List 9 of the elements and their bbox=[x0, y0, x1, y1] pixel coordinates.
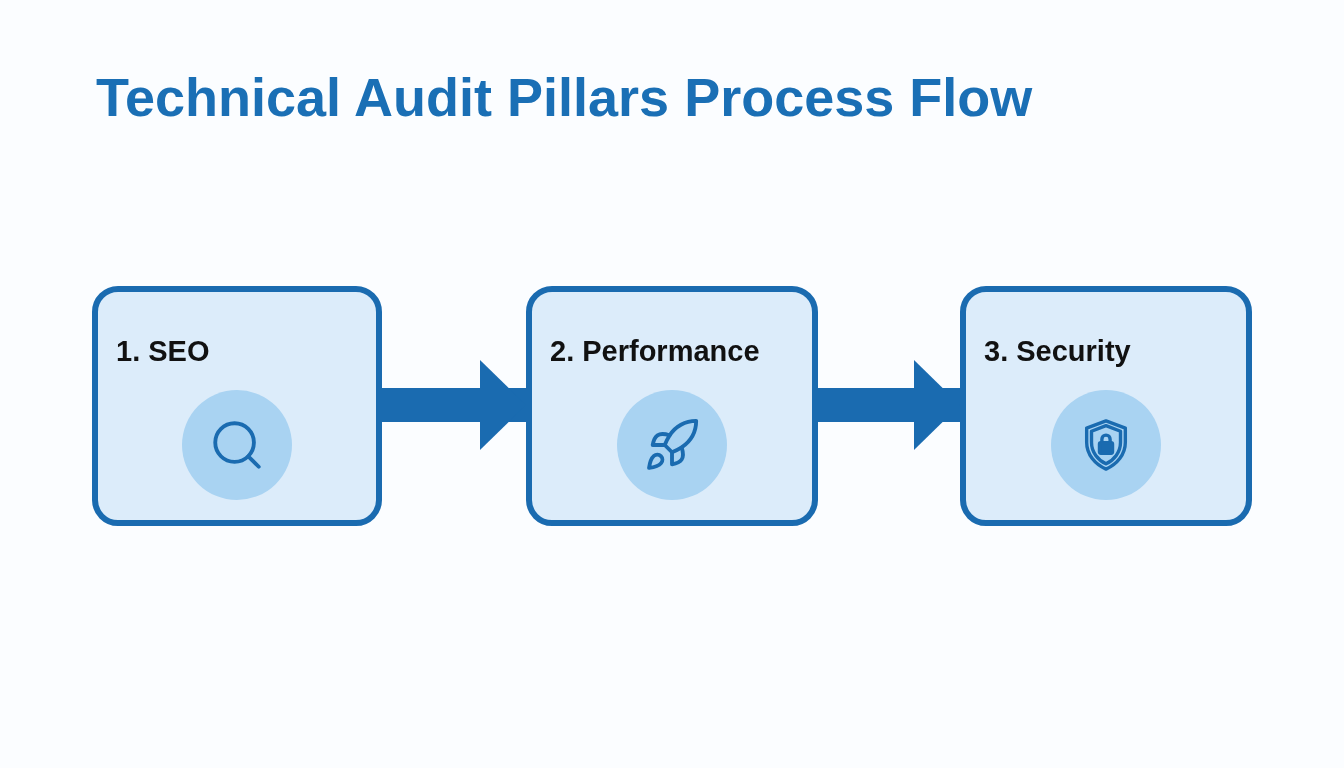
step-label: 3. Security bbox=[984, 334, 1131, 369]
process-box bbox=[526, 286, 818, 526]
process-box bbox=[960, 286, 1252, 526]
block-arrow bbox=[382, 360, 526, 450]
process-box bbox=[92, 286, 382, 526]
title: Technical Audit Pillars Process Flow bbox=[96, 66, 1033, 129]
step-label: 2. Performance bbox=[550, 334, 760, 369]
block-arrow bbox=[818, 360, 960, 450]
step-label: 1. SEO bbox=[116, 334, 210, 369]
